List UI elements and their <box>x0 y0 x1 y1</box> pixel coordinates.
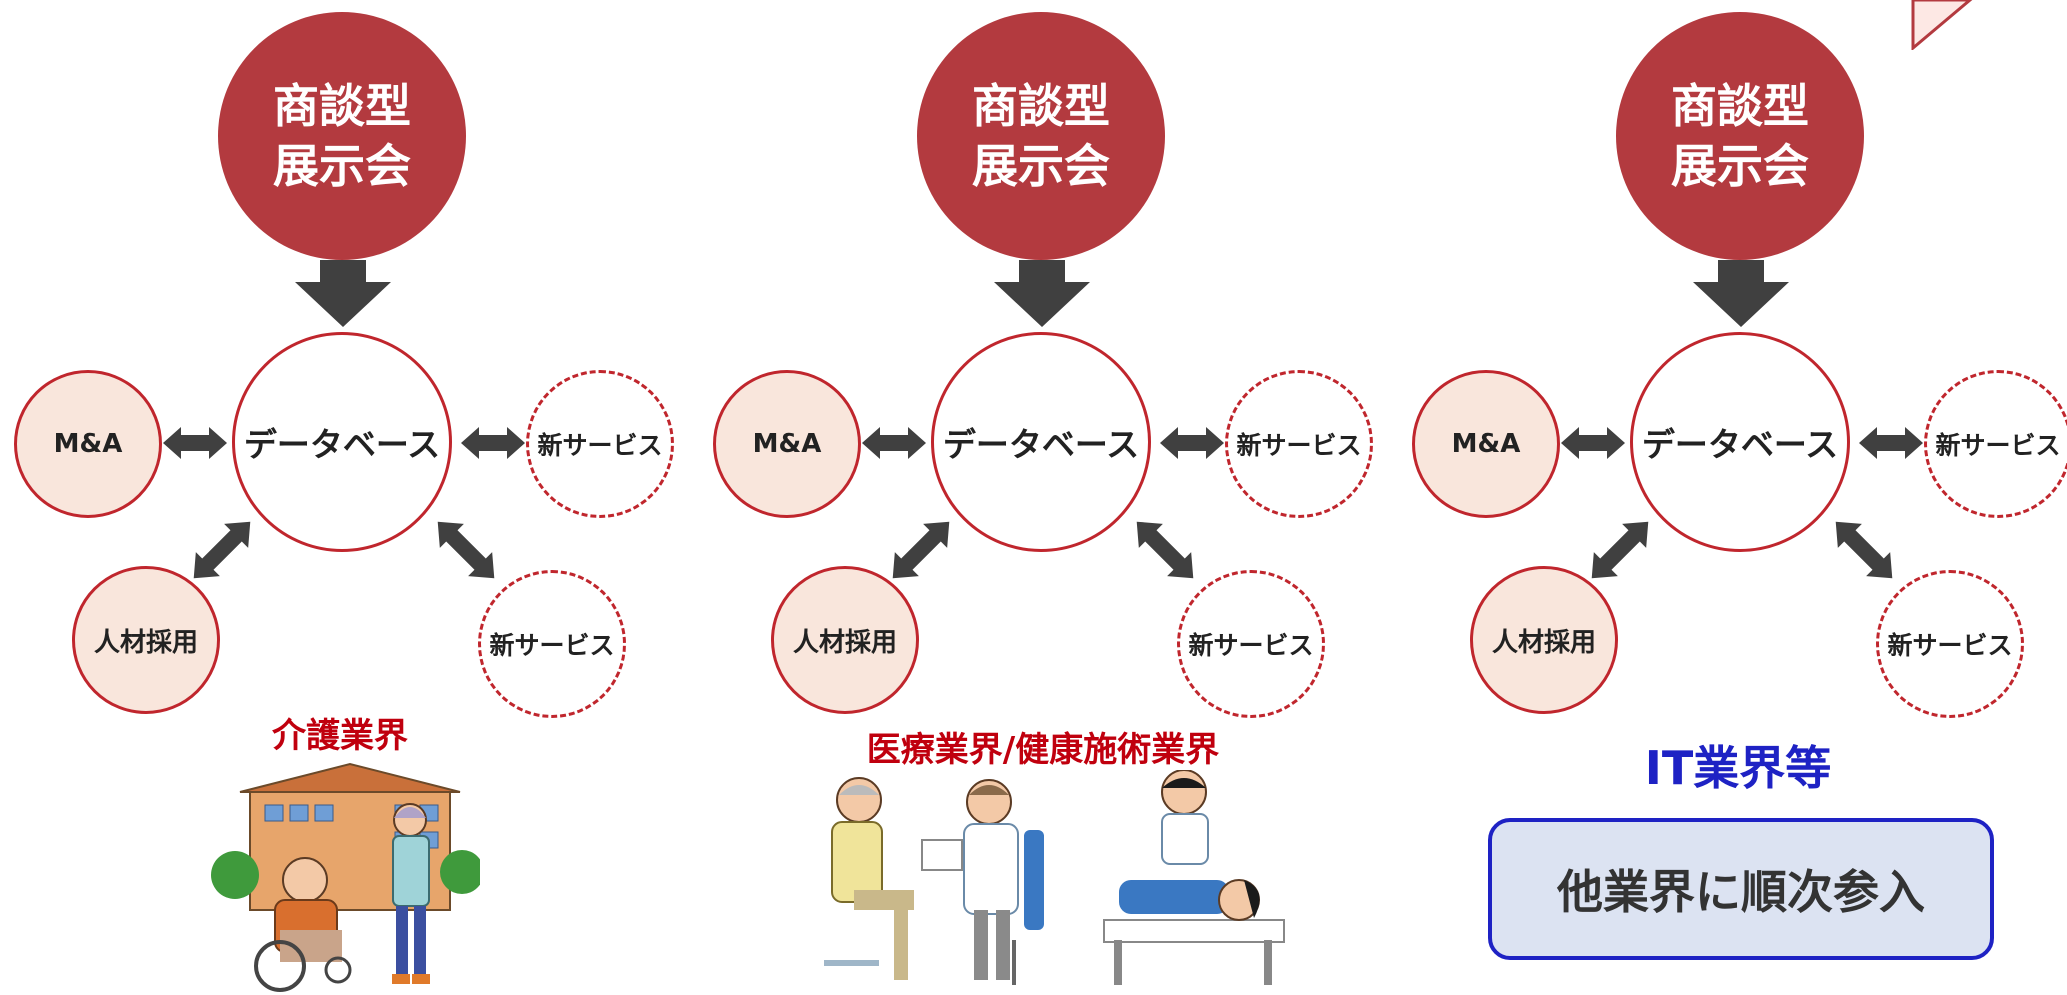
industry-label: 介護業界 <box>272 716 408 756</box>
database-circle: データベース <box>232 332 452 552</box>
double-arrow-left <box>163 427 227 459</box>
connector-arrows <box>163 260 525 579</box>
hub-line-1: 商談型 <box>972 79 1110 133</box>
double-arrow-left <box>1561 427 1625 459</box>
double-arrow-right <box>461 427 525 459</box>
industry-label: IT業界等 <box>1644 741 1832 795</box>
new-service-circle-bottom: 新サービス <box>478 570 626 718</box>
panel-it: 商談型 展示会 データベース M&A 人材採用 新サービス 新サービス IT業界… <box>1398 0 2067 995</box>
medical-consultation-icon <box>824 770 1285 985</box>
down-arrow <box>994 260 1090 327</box>
new-service-circle-right: 新サービス <box>1924 370 2067 518</box>
trade-show-hub: 商談型 展示会 <box>917 12 1165 260</box>
sequential-entry-callout: 他業界に順次参入 <box>1488 818 1994 960</box>
corner-decoration <box>1911 0 1973 50</box>
double-arrow-right <box>1160 427 1224 459</box>
panel-medical: 商談型 展示会 データベース M&A 人材採用 新サービス 新サービス 医療業界… <box>699 0 1388 995</box>
industry-label: 医療業界/健康施術業界 <box>866 730 1220 770</box>
new-service-circle-right: 新サービス <box>1225 370 1373 518</box>
connector-arrows <box>862 260 1224 579</box>
new-service-circle-bottom: 新サービス <box>1177 570 1325 718</box>
double-arrow-lower-left <box>1591 521 1649 579</box>
double-arrow-lower-right <box>1136 521 1194 579</box>
double-arrow-lower-right <box>437 521 495 579</box>
database-circle: データベース <box>1630 332 1850 552</box>
recruitment-circle: 人材採用 <box>771 566 919 714</box>
hub-line-2: 展示会 <box>273 139 411 193</box>
double-arrow-left <box>862 427 926 459</box>
connector-arrows <box>1561 260 1923 579</box>
new-service-circle-right: 新サービス <box>526 370 674 518</box>
ma-circle: M&A <box>713 370 861 518</box>
hub-line-1: 商談型 <box>1671 79 1809 133</box>
nursing-care-icon <box>211 762 480 992</box>
hub-line-1: 商談型 <box>273 79 411 133</box>
double-arrow-lower-left <box>193 521 251 579</box>
hub-line-2: 展示会 <box>1671 139 1809 193</box>
down-arrow <box>295 260 391 327</box>
database-circle: データベース <box>931 332 1151 552</box>
trade-show-hub: 商談型 展示会 <box>1616 12 1864 260</box>
recruitment-circle: 人材採用 <box>72 566 220 714</box>
hub-line-2: 展示会 <box>972 139 1110 193</box>
down-arrow <box>1693 260 1789 327</box>
double-arrow-lower-right <box>1835 521 1893 579</box>
recruitment-circle: 人材採用 <box>1470 566 1618 714</box>
double-arrow-right <box>1859 427 1923 459</box>
panel-nursing: 商談型 展示会 データベース M&A 人材採用 新サービス 新サービス 介護業界 <box>0 0 689 995</box>
double-arrow-lower-left <box>892 521 950 579</box>
ma-circle: M&A <box>1412 370 1560 518</box>
new-service-circle-bottom: 新サービス <box>1876 570 2024 718</box>
trade-show-hub: 商談型 展示会 <box>218 12 466 260</box>
ma-circle: M&A <box>14 370 162 518</box>
